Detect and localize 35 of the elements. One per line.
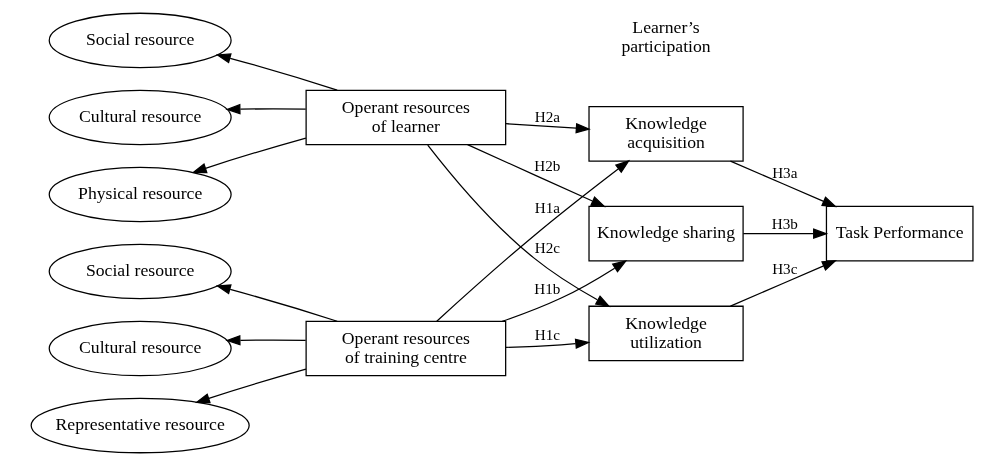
arrow (435, 159, 630, 322)
edge-label: H1c (534, 326, 560, 344)
node-box: Operant resources of learner (305, 89, 506, 146)
arrow (224, 103, 306, 115)
node-box: Knowledge sharing (587, 205, 744, 262)
arrow (742, 228, 828, 239)
arrow (426, 144, 611, 308)
node-ellipse: Cultural resource (48, 320, 232, 377)
arrow (501, 260, 627, 322)
edge-label: H2b (533, 157, 560, 175)
edge-label: H2a (534, 107, 560, 125)
arrow (729, 260, 837, 307)
node-ellipse: Cultural resource (48, 89, 232, 146)
arrow (504, 338, 590, 349)
arrow (194, 368, 307, 404)
node-box: Knowledge acquisition (587, 106, 744, 162)
edge-label: H3c (771, 259, 797, 277)
node-box: Task Performance (825, 205, 974, 262)
edge-label: H1b (533, 279, 560, 297)
arrow (191, 137, 306, 174)
node-ellipse: Representative resource (30, 397, 250, 454)
arrow (729, 160, 837, 208)
arrow (466, 144, 606, 208)
edge-label: H1a (534, 198, 560, 216)
edge-label: H3b (771, 215, 798, 233)
arrow (215, 53, 338, 91)
arrow (224, 334, 306, 346)
label: Learner’s participation (620, 17, 711, 57)
arrow (215, 284, 338, 322)
node-box: Operant resources of training centre (305, 320, 506, 377)
edge-label: H3a (771, 163, 797, 181)
edge-label: H2c (534, 239, 560, 257)
arrow (504, 122, 591, 134)
node-box: Knowledge utilization (587, 305, 744, 362)
node-ellipse: Physical resource (48, 166, 232, 223)
